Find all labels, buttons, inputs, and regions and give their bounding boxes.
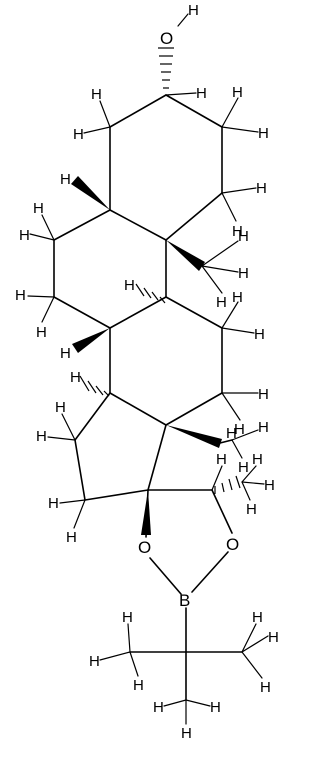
h-me18-b: H xyxy=(238,459,249,476)
bond-o-b xyxy=(191,551,229,593)
h-me19-a: H xyxy=(238,228,249,245)
atom-o-hydroxyl: O xyxy=(160,29,173,48)
bond-c20-o xyxy=(211,489,233,534)
h-tb3-c: H xyxy=(181,725,192,742)
h-c16-bottom: H xyxy=(66,529,77,546)
bond-c7-c8 xyxy=(53,296,111,329)
wedge-c8-h xyxy=(72,328,110,353)
h-c12-right: H xyxy=(258,386,269,403)
bond-c16-c17 xyxy=(84,489,149,501)
h-c6-left: H xyxy=(19,227,30,244)
h-c4-right: H xyxy=(258,125,269,142)
h-tb1-c: H xyxy=(133,677,144,694)
h-tb2-b: H xyxy=(268,629,279,646)
h-c10-bottom: H xyxy=(232,223,243,240)
atom-boron: B xyxy=(179,591,190,610)
bond-c8-c9b xyxy=(109,296,167,329)
h-c2-top: H xyxy=(91,86,102,103)
h-c3: H xyxy=(196,85,207,102)
bond-c13-c14 xyxy=(109,392,167,426)
h-c2-left: H xyxy=(73,126,84,143)
h-tb2-a: H xyxy=(252,609,263,626)
h-c6-top: H xyxy=(33,200,44,217)
h-tb1-a: H xyxy=(122,609,133,626)
bond-c3-c2 xyxy=(109,94,167,128)
h-c9-hash: H xyxy=(124,277,135,294)
structure-diagram: O O B O H H H H H H H H H H H H H H H H … xyxy=(15,2,279,742)
h-me21-b: H xyxy=(264,477,275,494)
h-me18-a: H xyxy=(258,419,269,436)
h-c20: H xyxy=(216,451,227,468)
h-me19-c: H xyxy=(216,294,227,311)
bond-b-oleft xyxy=(149,557,182,595)
h-c8-wedge: H xyxy=(60,345,71,362)
h-tb3-b: H xyxy=(210,699,221,716)
h-me21-c: H xyxy=(246,501,257,518)
hash-c20-me21 xyxy=(214,475,241,494)
bond-c14-c15 xyxy=(74,392,111,441)
wedge-c13-me18 xyxy=(166,425,222,448)
wedge-c9-me19 xyxy=(166,240,205,271)
h-c11-right: H xyxy=(254,326,265,343)
molecule-drawing: O O B O H H H H H H H H H H H H H H H H … xyxy=(15,2,279,742)
h-c11-top: H xyxy=(232,289,243,306)
h-c4-top: H xyxy=(232,84,243,101)
h-tb1-b: H xyxy=(89,653,100,670)
bond-me18 xyxy=(219,439,233,444)
h-c15-top: H xyxy=(55,399,66,416)
h-me19-b: H xyxy=(238,265,249,282)
bond-c1-c9 xyxy=(109,209,167,241)
bond-c10-c9 xyxy=(165,192,223,241)
h-tb2-c: H xyxy=(260,679,271,696)
wedge-c1-h xyxy=(71,176,110,210)
bond-c1-c6 xyxy=(53,209,111,241)
h-oh: H xyxy=(188,2,199,19)
h-c12-bottom: H xyxy=(234,421,245,438)
bond-c12-c13 xyxy=(165,392,223,426)
h-c7-left: H xyxy=(15,287,26,304)
h-c10-right: H xyxy=(256,180,267,197)
wedge-c17-oleft xyxy=(141,490,151,535)
h-c15-left: H xyxy=(36,428,47,445)
h-c7-bottom: H xyxy=(36,324,47,341)
hash-c9b-h xyxy=(135,283,166,304)
hash-c14-h xyxy=(79,375,110,397)
bond-c17-c13 xyxy=(147,424,167,491)
bond-c15-c16 xyxy=(74,439,86,501)
h-me21-a: H xyxy=(252,451,263,468)
atom-o-ring-right: O xyxy=(226,535,239,554)
h-c16-left: H xyxy=(48,495,59,512)
hash-c3-oh xyxy=(158,47,174,89)
h-c1-wedge: H xyxy=(60,171,71,188)
h-c14-hash: H xyxy=(70,369,81,386)
h-me18-c: H xyxy=(226,425,237,442)
atom-o-ring-left: O xyxy=(138,538,151,557)
bond-c9b-c11 xyxy=(165,296,223,329)
bond-c3-c4 xyxy=(165,94,223,128)
h-tb3-a: H xyxy=(153,699,164,716)
